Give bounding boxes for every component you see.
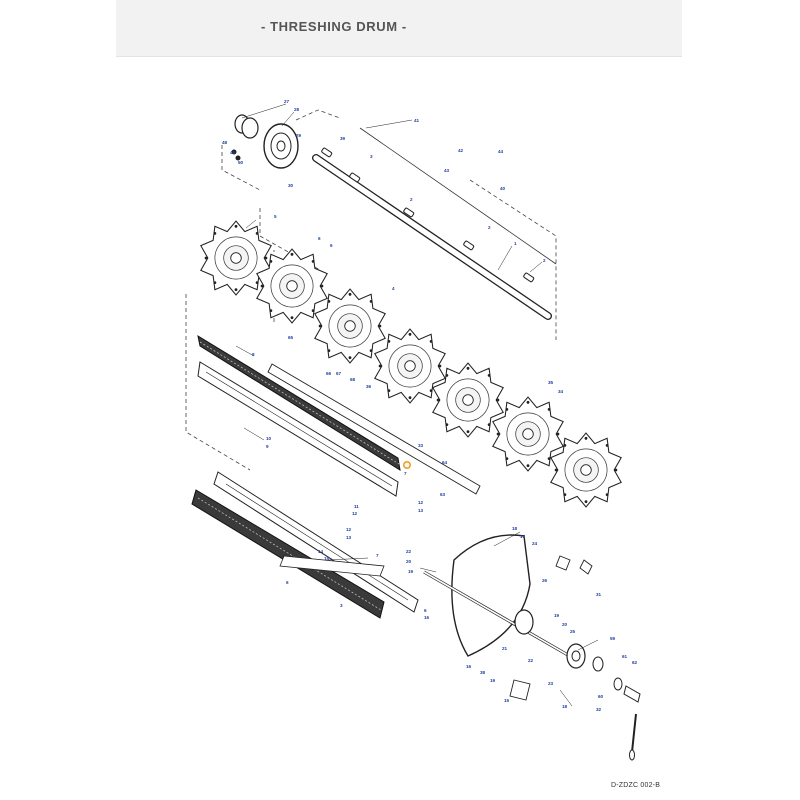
callout-2b: 2 — [488, 225, 491, 230]
callout-19c: 19 — [490, 678, 496, 683]
rasp-bar-upper — [197, 334, 481, 497]
callout-13a: 13 — [418, 508, 424, 513]
callout-18b: 18 — [562, 704, 568, 709]
callout-29: 29 — [296, 133, 302, 138]
callout-14: 14 — [318, 549, 324, 554]
callout-2a: 2 — [410, 197, 413, 202]
callout-59: 61 — [622, 654, 628, 659]
callout-43: 43 — [444, 168, 450, 173]
rasp-bar-lower — [191, 471, 419, 619]
shaft-keys — [321, 147, 535, 283]
callout-20: 20 — [406, 559, 412, 564]
callout-61: 63 — [440, 492, 446, 497]
callout-33: 24 — [532, 541, 538, 546]
callout-60: 62 — [632, 660, 638, 665]
callout-37: 36 — [366, 384, 372, 389]
page-title: - THRESHING DRUM - — [261, 19, 407, 34]
rotor-spider-3 — [314, 288, 386, 364]
callout-6c: 6 — [286, 580, 289, 585]
callout-49: 49 — [230, 150, 236, 155]
callout-58: 60 — [598, 694, 604, 699]
callout-4: 4 — [392, 286, 395, 291]
callout-6a: 6 — [318, 236, 321, 241]
callout-40: 40 — [500, 186, 506, 191]
callout-64: 66 — [326, 371, 332, 376]
callout-23: 25 — [570, 629, 576, 634]
callout-30: 30 — [288, 183, 294, 188]
callout-10: 10 — [266, 436, 272, 441]
callout-39: 39 — [340, 136, 346, 141]
callout-31: 22 — [406, 549, 412, 554]
callout-7b: 7 — [376, 553, 379, 558]
callout-7a: 7 — [404, 471, 407, 476]
callout-25: 31 — [596, 592, 602, 597]
callout-62: 64 — [442, 460, 448, 465]
callout-15b: 15 — [504, 698, 510, 703]
callout-66: 68 — [350, 377, 356, 382]
callout-35: 34 — [558, 389, 564, 394]
callout-44: 44 — [498, 149, 504, 154]
callout-27: 27 — [284, 99, 290, 104]
callout-21: 21 — [502, 646, 508, 651]
callout-12c: 12 — [346, 527, 352, 532]
diagram-reference-code: D-ZDZC 002-B — [611, 782, 661, 789]
callout-19b: 19 — [554, 613, 560, 618]
rotor-spider-2 — [256, 248, 328, 324]
callout-22: 22 — [528, 658, 534, 663]
callout-13b: 13 — [346, 535, 352, 540]
callout-41: 41 — [414, 118, 420, 123]
callout-1: 1 — [514, 241, 517, 246]
callout-20b: 20 — [562, 622, 568, 627]
callout-17: 17 — [520, 534, 526, 539]
rotor-spider-1 — [200, 220, 272, 296]
callout-16: 16 — [424, 615, 430, 620]
callout-3a: 3 — [370, 154, 373, 159]
top-hub-assembly — [231, 114, 299, 169]
callout-32: 23 — [548, 681, 554, 686]
callout-48: 48 — [222, 140, 228, 145]
callout-6b: 6 — [330, 243, 333, 248]
callout-24: 26 — [542, 578, 548, 583]
callout-3b: 3 — [340, 603, 343, 608]
callout-12b: 12 — [418, 500, 424, 505]
callout-42: 42 — [458, 148, 464, 153]
header-bar: - THRESHING DRUM - — [116, 0, 682, 57]
highlight-marker — [402, 460, 411, 469]
callout-16b: 16 — [466, 664, 472, 669]
callout-labels: 27 28 29 30 39 41 42 44 43 40 3 2 2 1 2 … — [222, 99, 638, 712]
callout-19a: 19 — [408, 569, 414, 574]
leader-lines — [235, 103, 599, 707]
callout-63: 65 — [288, 335, 294, 340]
callout-57: 59 — [610, 636, 616, 641]
callout-36: 35 — [548, 380, 554, 385]
callout-8: 8 — [252, 352, 255, 357]
callout-5a: 5 — [274, 214, 277, 219]
callout-2c: 2 — [543, 258, 546, 263]
callout-34: 33 — [418, 443, 424, 448]
callout-65: 67 — [336, 371, 342, 376]
main-shaft — [312, 127, 557, 320]
callout-6d: 6 — [424, 608, 427, 613]
drum-end-plate — [423, 534, 641, 761]
callout-28: 28 — [294, 107, 300, 112]
callout-12a: 12 — [352, 511, 358, 516]
callout-11a: 11 — [354, 504, 359, 509]
callout-15: 15 — [324, 556, 330, 561]
callout-26: 32 — [596, 707, 602, 712]
callout-50: 50 — [238, 160, 244, 165]
callout-18: 18 — [512, 526, 518, 531]
callout-9: 9 — [266, 444, 269, 449]
callout-38: 38 — [480, 670, 486, 675]
